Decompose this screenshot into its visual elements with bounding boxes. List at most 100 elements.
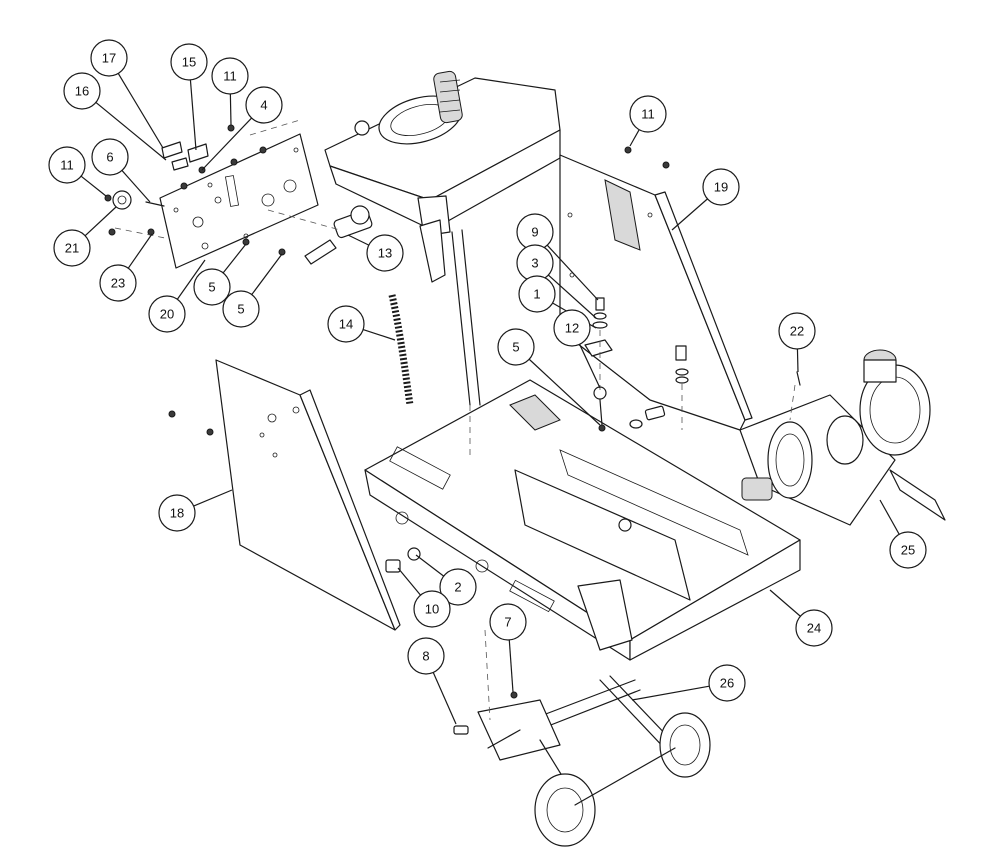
callout-leader	[508, 639, 514, 693]
callout-label: 12	[565, 321, 579, 336]
callout-circle	[889, 531, 927, 569]
callout-leader	[117, 73, 164, 149]
callout-leader	[631, 685, 710, 701]
callout-label: 18	[170, 506, 184, 521]
callout-label: 2	[454, 580, 461, 595]
callout-label: 26	[720, 676, 734, 691]
callout-leader	[193, 489, 233, 507]
callout-label: 11	[60, 158, 74, 173]
callout-leader	[671, 198, 708, 231]
callout-11: 11	[48, 146, 107, 197]
callout-circle	[702, 168, 740, 206]
callout-leader	[546, 244, 599, 301]
callout-leader	[397, 567, 421, 596]
callout-circle	[778, 312, 816, 350]
callout-leader	[222, 243, 247, 274]
callout-label: 11	[223, 69, 237, 84]
callout-21: 21	[53, 206, 117, 267]
callout-circle	[439, 568, 477, 606]
callout-leader	[95, 101, 167, 161]
callout-label: 25	[901, 543, 915, 558]
callout-5: 5	[222, 253, 283, 328]
callout-label: 5	[208, 280, 215, 295]
callout-circle	[158, 494, 196, 532]
callout-26: 26	[631, 664, 746, 702]
callout-circle	[63, 72, 101, 110]
callout-circle	[90, 39, 128, 77]
callout-label: 15	[182, 55, 196, 70]
callout-5: 5	[497, 328, 601, 426]
decal-parts-15-16-17	[161, 141, 209, 171]
callout-label: 13	[378, 246, 392, 261]
main-frame-24	[364, 379, 801, 661]
callout-leader	[769, 589, 801, 617]
callout-9: 9	[516, 213, 599, 301]
callout-circle	[99, 264, 137, 302]
callout-leader	[528, 358, 601, 426]
callout-leader	[229, 93, 232, 126]
callout-circle	[407, 637, 445, 675]
callout-label: 1	[533, 287, 540, 302]
hardware-lower	[385, 146, 670, 573]
callout-circle	[170, 43, 208, 81]
callout-circle	[489, 603, 527, 641]
callout-16: 16	[63, 72, 167, 161]
callout-circle	[708, 664, 746, 702]
callout-circle	[245, 86, 283, 124]
control-plate-20	[159, 133, 319, 269]
callout-17: 17	[90, 39, 164, 149]
callout-circle	[91, 138, 129, 176]
callout-11: 11	[211, 57, 249, 126]
callout-4: 4	[201, 86, 283, 171]
callout-8: 8	[407, 637, 457, 725]
callout-circle	[327, 305, 365, 343]
callout-circle	[795, 609, 833, 647]
callout-label: 22	[790, 324, 804, 339]
callout-12: 12	[553, 309, 601, 389]
alignment-lines	[114, 119, 796, 721]
callout-20: 20	[148, 259, 206, 333]
callout-14: 14	[327, 305, 396, 343]
callout-label: 6	[106, 150, 113, 165]
callout-circle	[211, 57, 249, 95]
callout-leader	[432, 672, 457, 725]
fasteners-left	[104, 124, 286, 256]
callout-label: 8	[422, 649, 429, 664]
callout-label: 20	[160, 307, 174, 322]
belt-14	[388, 294, 414, 406]
callout-leader	[347, 234, 370, 246]
motor-assembly-25	[739, 349, 946, 526]
callout-label: 4	[260, 98, 267, 113]
callout-22: 22	[778, 312, 816, 373]
callout-circle	[629, 95, 667, 133]
callout-label: 9	[531, 225, 538, 240]
callout-circle	[413, 590, 451, 628]
callout-label: 19	[714, 180, 728, 195]
callout-leader	[251, 253, 283, 295]
callout-circle	[148, 295, 186, 333]
callout-11: 11	[629, 95, 667, 147]
callout-circle	[193, 268, 231, 306]
callout-10: 10	[397, 567, 451, 628]
callout-leader	[201, 117, 253, 171]
valve-13	[304, 205, 373, 265]
callout-7: 7	[489, 603, 527, 693]
callout-label: 10	[425, 602, 439, 617]
callout-label: 21	[65, 241, 79, 256]
callout-leader	[796, 348, 799, 373]
callout-19: 19	[671, 168, 740, 231]
hardware-center	[584, 297, 689, 432]
callout-leader	[879, 499, 900, 535]
callout-label: 24	[807, 621, 821, 636]
callout-3: 3	[516, 244, 597, 319]
callout-leader	[362, 329, 396, 341]
callout-circle	[222, 290, 260, 328]
callout-label: 5	[237, 302, 244, 317]
callout-24: 24	[769, 589, 833, 647]
callout-leader	[176, 259, 206, 300]
callout-circle	[497, 328, 535, 366]
callout-label: 16	[75, 84, 89, 99]
